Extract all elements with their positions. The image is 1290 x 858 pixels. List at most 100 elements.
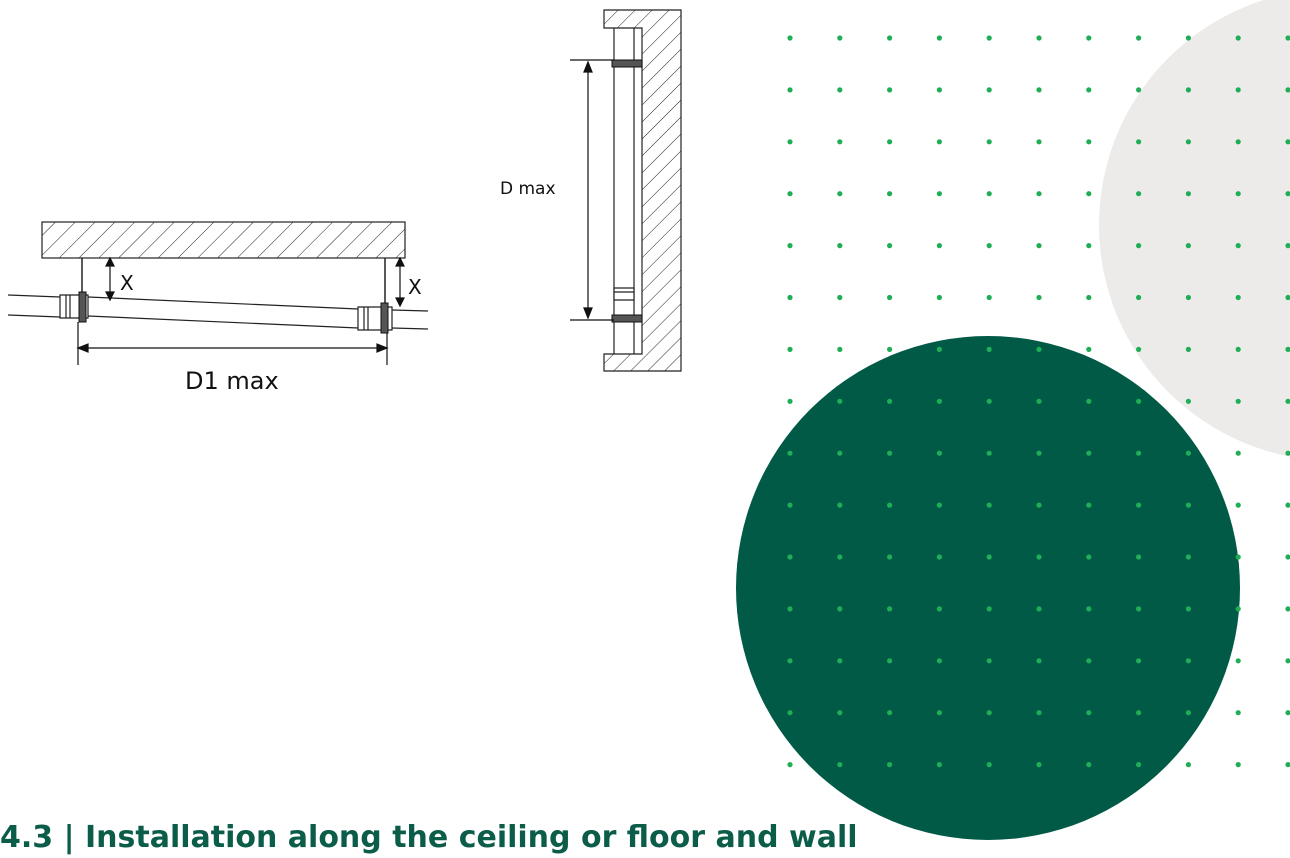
grid-dot [1086,243,1092,249]
grid-dot [1235,502,1241,508]
vertical-span-label: D max [500,179,556,199]
grid-dot [887,658,893,664]
grid-dot [1036,554,1042,560]
grid-dot [887,762,893,768]
grid-dot [787,346,793,352]
grid-dot [1086,658,1092,664]
grid-dot [1036,139,1042,145]
grid-dot [1285,502,1290,508]
grid-dot [1285,87,1290,93]
grid-dot [1136,243,1142,249]
grid-dot [1036,87,1042,93]
grid-dot [1285,139,1290,145]
grid-dot [986,243,992,249]
grid-dot [1136,710,1142,716]
grid-dot [936,502,943,508]
grid-dot [1185,243,1191,249]
grid-dot [1086,502,1092,508]
grid-dot [1086,191,1092,197]
grid-dot [787,554,793,560]
grid-dot [787,35,793,41]
grid-dot [1185,502,1191,508]
grid-dot [936,554,943,560]
grid-dot [1235,710,1241,716]
horizontal-span-label: D1 max [185,367,279,395]
grid-dot [936,762,943,768]
grid-dot [1036,191,1042,197]
grid-dot [1235,606,1241,612]
grid-dot [1285,554,1290,560]
grid-dot [1185,554,1191,560]
gap-arrow-right [395,256,405,308]
grid-dot [1136,191,1142,197]
grid-dot [1285,450,1290,456]
gap-arrow-left [105,256,115,302]
grid-dot [1235,87,1241,93]
grid-dot [986,346,992,352]
grid-dot [837,139,843,145]
grid-dot [936,87,943,93]
grid-dot [1136,606,1142,612]
grid-dot [1086,606,1092,612]
grid-dot [887,35,893,41]
grid-dot [1185,139,1191,145]
light-grey-circle [1099,0,1290,457]
illustration-canvas: X X D1 max [7,0,1290,840]
grid-dot [1036,294,1042,301]
grid-dot [986,87,992,93]
grid-dot [1235,398,1241,404]
grid-dot [986,606,992,612]
grid-dot [1036,35,1042,41]
grid-dot [1185,606,1191,612]
grid-dot [787,710,793,716]
ceiling-pipe [7,294,429,331]
grid-dot [887,191,893,197]
grid-dot [1285,710,1290,716]
grid-dot [887,87,893,93]
grid-dot [1285,191,1290,197]
dot-grid [787,35,1290,768]
grid-dot [1285,346,1290,352]
grid-dot [787,294,793,301]
grid-dot [837,450,843,456]
grid-dot [1136,762,1142,768]
grid-dot [1036,346,1042,352]
grid-dot [1036,606,1042,612]
grid-dot [936,243,943,249]
grid-dot [1036,658,1042,664]
grid-dot [837,554,843,560]
grid-dot [986,191,992,197]
wall-installation-diagram: D max [500,9,682,372]
span-dimension-horizontal [76,322,389,365]
grid-dot [1185,762,1191,768]
wall-clamp-bottom [611,314,643,323]
grid-dot [887,398,893,404]
grid-dot [1235,762,1241,768]
grid-dot [986,554,992,560]
grid-dot [1185,191,1191,197]
grid-dot [936,294,943,301]
grid-dot [837,398,843,404]
gap-label-left: X [120,271,134,295]
grid-dot [1136,294,1142,301]
wall-clamp-top [611,59,643,68]
grid-dot [1285,398,1290,404]
span-dimension-vertical [570,59,614,321]
grid-dot [1136,398,1142,404]
grid-dot [1235,346,1241,352]
grid-dot [1235,554,1241,560]
grid-dot [986,450,992,456]
grid-dot [1185,294,1191,301]
grid-dot [986,139,992,145]
section-caption-text: 4.3 | Installation along the ceiling or … [0,820,858,855]
grid-dot [936,710,943,716]
grid-dot [1036,762,1042,768]
grid-dot [1136,502,1142,508]
grid-dot [1136,35,1142,41]
grid-dot [1086,554,1092,560]
grid-dot [837,658,843,664]
grid-dot [936,398,943,404]
grid-dot [1036,450,1042,456]
grid-dot [837,87,843,93]
grid-dot [787,606,793,612]
